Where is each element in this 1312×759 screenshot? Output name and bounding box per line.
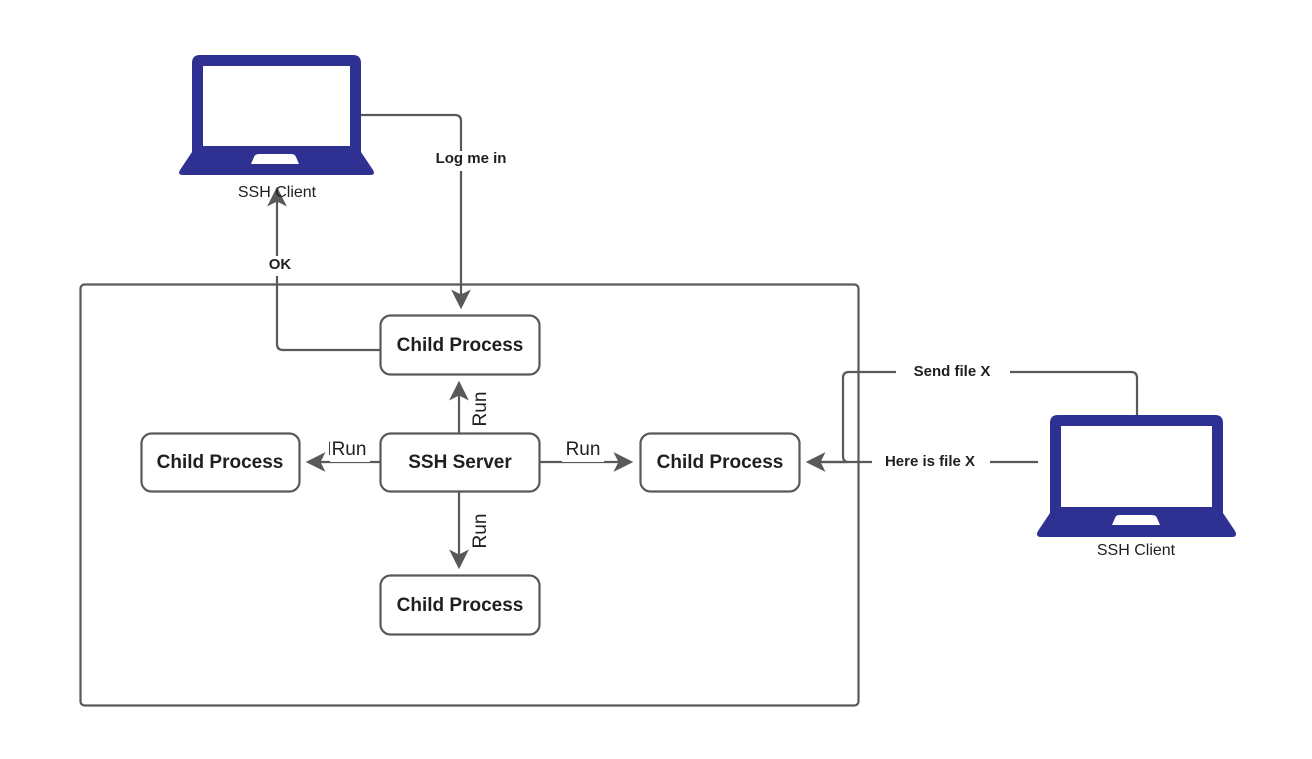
node-label: SSH Server [408,452,512,473]
edge-log-me-in: Log me in [355,113,506,310]
edge-label-run-right-top: Run [566,439,601,460]
node-child-process-top[interactable]: Child Process [379,314,541,376]
device-label: SSH Client [1097,542,1176,559]
laptop-screen-inner [1061,426,1212,507]
edge-label-run-down-top: Run [470,514,491,549]
edge-label-log-me-in-top: Log me in [436,150,507,167]
node-ssh-server[interactable]: SSH Server [379,432,541,493]
laptop-screen-inner [203,66,350,146]
edge-label-send-file-x-top: Send file X [914,363,991,380]
device-label: SSH Client [238,184,317,201]
edge-label-here-is-file-x-top: Here is file X [885,453,975,470]
node-box [379,432,541,493]
node-child-process-left[interactable]: Child Process [140,432,301,493]
laptop-notch-icon [1112,515,1160,525]
edge-label-ok-top: OK [269,256,292,273]
node-label: Child Process [157,452,284,473]
node-label: Child Process [397,335,524,356]
ssh-client-left-laptop[interactable]: SSH Client [179,55,374,201]
node-box [639,432,801,493]
edge-label-run-left-top: Run [332,439,367,460]
node-box [379,314,541,376]
node-label: Child Process [397,595,524,616]
laptop-notch-icon [251,154,299,164]
edge-label-run-up-top: Run [470,392,491,427]
node-label: Child Process [657,452,784,473]
node-child-process-right[interactable]: Child Process [639,432,801,493]
node-box [379,574,541,636]
server-boundary-rect [79,283,860,707]
ssh-client-right-laptop[interactable]: SSH Client [1037,415,1236,559]
node-box [140,432,301,493]
node-child-process-bottom[interactable]: Child Process [379,574,541,636]
